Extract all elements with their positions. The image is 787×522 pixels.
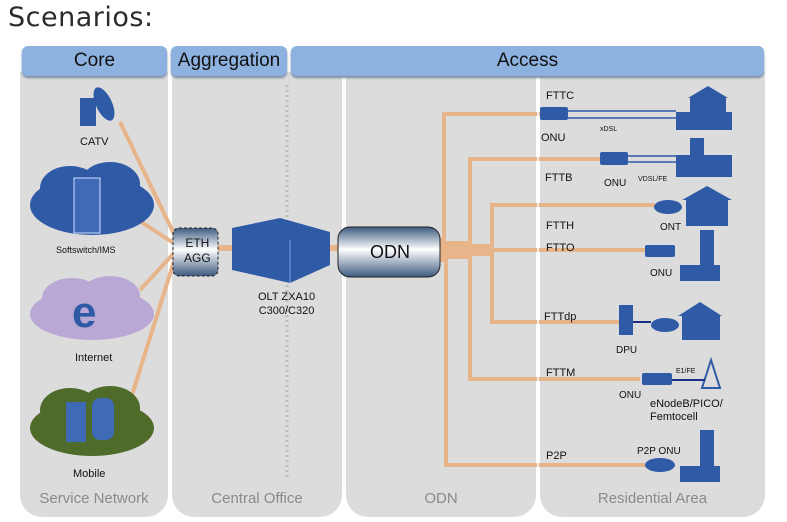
onu-fttb-label: ONU	[604, 178, 627, 189]
onu-fttm-icon	[642, 373, 672, 385]
internet-cloud-icon: e	[30, 276, 154, 340]
p2p-onu-label: P2P ONU	[637, 446, 681, 457]
ftto-label: FTTO	[546, 242, 575, 254]
onu-fttm-label: ONU	[619, 390, 642, 401]
service-network-label: Service Network	[39, 490, 149, 507]
p2p-label: P2P	[546, 450, 567, 462]
svg-text:e: e	[72, 288, 96, 337]
fiber-links	[118, 112, 655, 467]
onu-fttb-icon	[600, 152, 628, 165]
header-access: Access	[291, 46, 764, 76]
office-p2p-icon	[680, 430, 720, 482]
office-ftto-icon	[680, 230, 720, 281]
agg-label: AGG	[184, 251, 211, 265]
mobile-cloud-icon	[30, 386, 154, 456]
enodeb-line2: Femtocell	[650, 411, 698, 423]
odn-column-label: ODN	[424, 490, 458, 507]
residential-area-label: Residential Area	[597, 490, 708, 507]
internet-label: Internet	[75, 352, 113, 364]
catv-label: CATV	[80, 136, 109, 148]
olt-series: C300/C320	[258, 305, 315, 317]
house-fttc-icon	[676, 86, 732, 130]
vdsl-fe-label: VDSL/FE	[638, 176, 668, 183]
mobile-label: Mobile	[73, 468, 106, 480]
header-core: Core	[22, 46, 167, 76]
onu-fttc-icon	[540, 107, 568, 120]
fttb-label: FTTB	[545, 172, 573, 184]
olt-model: OLT ZXA10	[258, 291, 316, 303]
satellite-dish-icon	[80, 87, 115, 126]
residential-area-panel: Residential Area	[540, 72, 765, 517]
enodeb-line1: eNodeB/PICO/	[650, 398, 723, 410]
xdsl-label: xDSL	[600, 126, 618, 133]
eth-agg-box	[172, 227, 219, 277]
e1-fe-label: E1/FE	[676, 368, 696, 375]
ont-label: ONT	[660, 222, 682, 233]
copper-links	[568, 110, 705, 381]
header-aggregation: Aggregation	[171, 46, 287, 76]
odn-label: ODN	[370, 242, 410, 262]
onu-fttc-label: ONU	[541, 132, 566, 144]
central-office-panel: Central Office	[172, 72, 342, 517]
modem-fttdp-icon	[651, 318, 679, 332]
central-office-label: Central Office	[211, 490, 303, 507]
softswitch-cloud-icon	[30, 162, 154, 235]
antenna-tower-icon	[700, 356, 722, 389]
odn-cylinder	[337, 226, 441, 278]
fttdp-label: FTTdp	[544, 311, 577, 323]
p2p-onu-icon	[645, 458, 675, 472]
olt-label: OLT ZXA10 C300/C320	[258, 290, 315, 318]
dpu-icon	[619, 305, 633, 335]
eth-agg-label: ETH AGG	[184, 236, 211, 266]
fttm-label: FTTM	[546, 367, 576, 379]
enodeb-label: eNodeB/PICO/ Femtocell	[650, 398, 723, 424]
onu-ftto-icon	[645, 245, 675, 257]
fttc-label: FTTC	[546, 90, 575, 102]
olt-device-icon	[232, 218, 330, 283]
onu-ftto-label: ONU	[650, 268, 673, 279]
dpu-label: DPU	[616, 345, 638, 356]
eth-label: ETH	[185, 236, 210, 250]
ont-ftth-icon	[654, 200, 682, 214]
page-title: Scenarios:	[8, 2, 154, 33]
building-fttb-icon	[676, 138, 732, 177]
ftth-label: FTTH	[546, 220, 575, 232]
house-ftth-icon	[682, 186, 732, 226]
house-fttdp-icon	[678, 302, 722, 340]
odn-panel: ODN	[346, 72, 536, 517]
softswitch-label: Softswitch/IMS	[56, 245, 116, 255]
